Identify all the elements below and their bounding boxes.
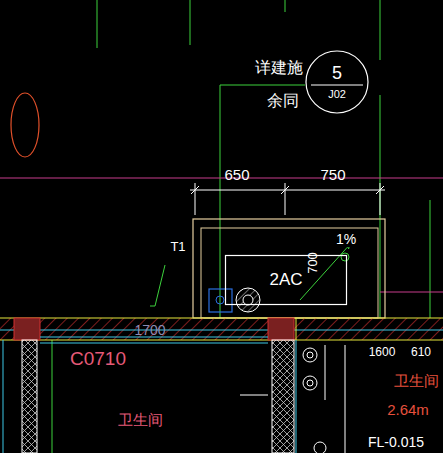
sheet-number: J02 [328,88,346,100]
detail-reference-circle: 5J02 [305,50,369,114]
equipment-box: 2AC [225,255,347,305]
room-area: 2.64m [386,402,430,419]
room-name: 卫生间 [393,373,440,390]
dimension: 750 [319,167,346,184]
equipment-label: 2AC [269,271,302,290]
detail-number: 5 [332,64,342,84]
dimension: 650 [223,167,250,184]
dimension: 610 [410,346,432,359]
dimension: 1700 [133,323,166,338]
tag-label: T1 [169,240,186,254]
dimension: 700 [306,251,320,275]
dimension: 1600 [368,346,397,359]
note-text: 余同 [266,92,300,110]
slope-label: 1% [335,232,357,247]
note-text: 详建施 [254,59,304,77]
window-code: C0710 [69,349,127,370]
room-name: 卫生间 [117,412,164,429]
floor-level: FL-0.015 [367,435,425,450]
